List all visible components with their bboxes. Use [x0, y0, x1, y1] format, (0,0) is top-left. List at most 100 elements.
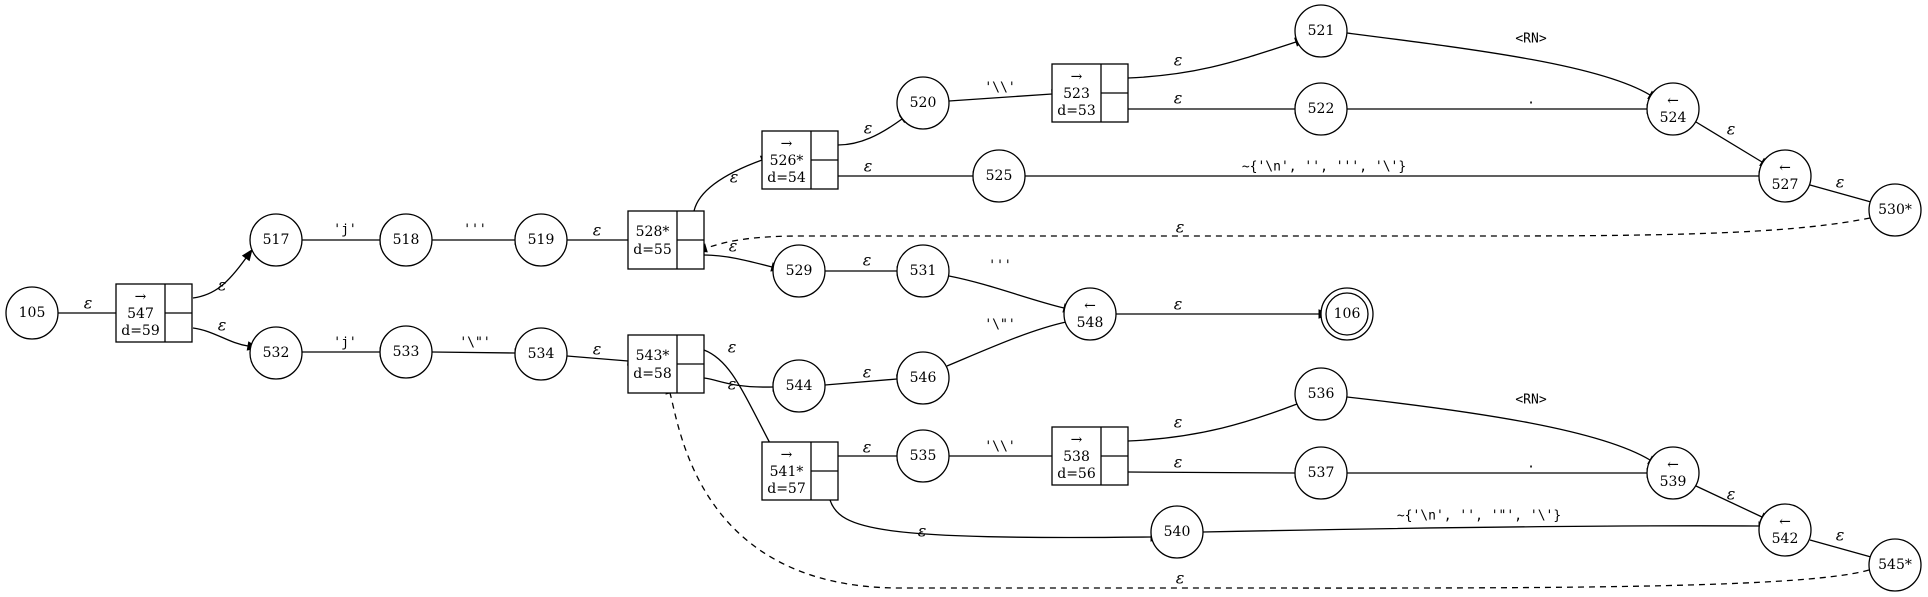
node-label: 526* [770, 153, 804, 169]
edge-label-533-534: '\"' [459, 336, 490, 351]
node-528: 528*d=55 [627, 210, 705, 270]
state-circle [5, 286, 59, 340]
node-label: 538 [1063, 449, 1090, 465]
node-531: 531 [896, 244, 950, 298]
state-circle [1294, 446, 1348, 500]
node-label: 518 [393, 232, 420, 248]
node-label: 529 [786, 263, 813, 279]
edge-label-541-540: ε [918, 522, 927, 541]
state-circle [896, 76, 950, 130]
edge-524-527 [1695, 121, 1763, 163]
state-circle [1646, 446, 1700, 500]
state-circle [972, 149, 1026, 203]
edge-label-528-526: ε [730, 168, 739, 187]
edge-label-541-535: ε [863, 438, 872, 457]
edge-label-519-528: ε [593, 221, 602, 240]
state-circle [1063, 287, 1117, 341]
node-label: 539 [1660, 474, 1687, 490]
node-545: 545* [1868, 538, 1922, 592]
node-539: ←539 [1646, 446, 1700, 500]
node-label: 547 [127, 306, 154, 322]
node-label: 543* [636, 348, 670, 364]
edge-label-539-542: ε [1727, 485, 1736, 504]
join-arrow: ← [1667, 457, 1679, 473]
node-540: 540 [1150, 505, 1204, 559]
node-527: ←527 [1758, 149, 1812, 203]
node-label: 536 [1308, 386, 1335, 402]
state-circle [1758, 149, 1812, 203]
edge-label-546-548: '\"' [984, 318, 1015, 333]
node-label: 544 [786, 378, 813, 394]
node-depth: d=55 [633, 242, 672, 258]
edge-527-530 [1809, 184, 1872, 203]
edge-546-548 [946, 321, 1067, 367]
edge-536-539 [1346, 396, 1651, 461]
node-524: ←524 [1646, 82, 1700, 136]
edge-531-548 [948, 275, 1065, 309]
edge-label-526-520: ε [864, 119, 873, 138]
edge-label-540-542: ~{'\n', '', '"', '\'} [1397, 509, 1561, 524]
edge-label-521-524: <RN> [1515, 32, 1546, 47]
state-circle [1868, 538, 1922, 592]
node-label: 548 [1077, 315, 1104, 331]
node-label: 105 [19, 305, 46, 321]
edge-label-545-543: ε [1176, 569, 1185, 588]
edge-label-517-518: 'j' [333, 223, 356, 238]
node-label: 527 [1772, 177, 1799, 193]
edge-label-534-543: ε [593, 340, 602, 359]
state-circle [896, 429, 950, 483]
node-label: 530* [1878, 202, 1912, 218]
node-532: 532 [249, 326, 303, 380]
edge-540-542 [1202, 525, 1760, 533]
edge-label-526-525: ε [864, 157, 873, 176]
edge-547-532 [192, 327, 249, 347]
edge-label-523-522: ε [1174, 89, 1183, 108]
state-circle [249, 326, 303, 380]
node-537: 537 [1294, 446, 1348, 500]
fork-direction-arrow: → [135, 289, 147, 305]
state-circle [1294, 4, 1348, 58]
edge-label-538-537: ε [1174, 453, 1183, 472]
node-label: 523 [1063, 86, 1090, 102]
edge-547-517 [192, 257, 247, 299]
state-circle [1294, 367, 1348, 421]
edge-label-537-539: . [1527, 457, 1535, 472]
node-depth: d=58 [633, 366, 672, 382]
edge-526-520 [837, 118, 903, 146]
node-541: →541*d=57 [761, 441, 839, 501]
node-label: 540 [1164, 524, 1191, 540]
node-536: 536 [1294, 367, 1348, 421]
edge-520-523 [948, 93, 1053, 102]
node-548: ←548 [1063, 287, 1117, 341]
node-522: 522 [1294, 82, 1348, 136]
fork-direction-arrow: → [781, 136, 793, 152]
node-533: 533 [379, 325, 433, 379]
node-518: 518 [379, 213, 433, 267]
edge-label-547-532: ε [218, 316, 227, 335]
node-label: 517 [263, 232, 290, 248]
node-label: 519 [528, 232, 555, 248]
node-depth: d=53 [1057, 103, 1096, 119]
node-label: 521 [1308, 23, 1335, 39]
edge-label-535-538: '\\' [984, 440, 1015, 455]
node-517: 517 [249, 213, 303, 267]
node-520: 520 [896, 76, 950, 130]
node-label: 535 [910, 448, 937, 464]
node-521: 521 [1294, 4, 1348, 58]
edge-label-105-547: ε [84, 294, 93, 313]
edge-label-536-539: <RN> [1515, 393, 1546, 408]
node-530: 530* [1868, 183, 1922, 237]
state-circle [514, 327, 568, 381]
edge-530-528 [705, 217, 1871, 249]
accept-inner-circle [1325, 292, 1369, 336]
node-525: 525 [972, 149, 1026, 203]
join-arrow: ← [1779, 160, 1791, 176]
edge-label-543-544: ε [728, 375, 737, 394]
node-label: 542 [1772, 531, 1799, 547]
state-circle [249, 213, 303, 267]
edge-label-527-530: ε [1836, 173, 1845, 192]
node-519: 519 [514, 213, 568, 267]
